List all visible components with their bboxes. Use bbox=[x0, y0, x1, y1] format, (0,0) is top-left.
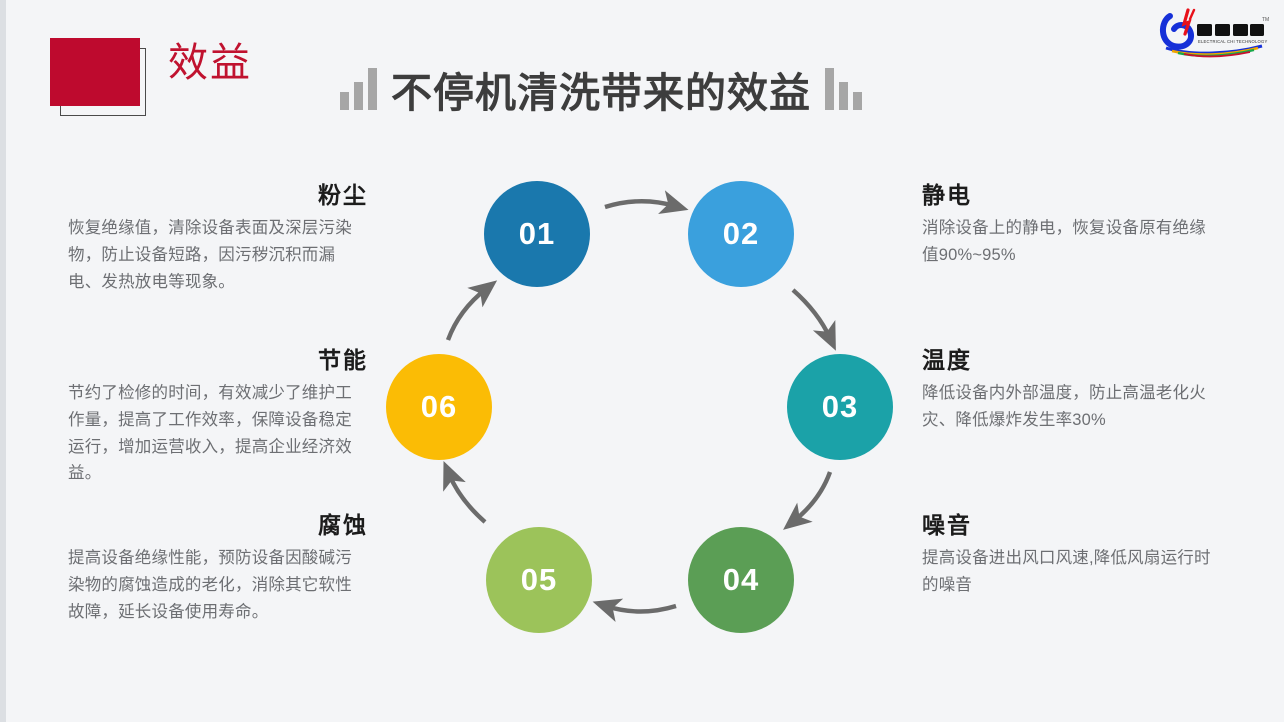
info-block-dust-title: 粉尘 bbox=[318, 182, 368, 208]
arrow-04-to-05 bbox=[592, 598, 677, 623]
info-block-static-body: 消除设备上的静电，恢复设备原有绝缘值90%~95% bbox=[922, 219, 1206, 265]
section-badge bbox=[50, 38, 160, 128]
cycle-node-02-number: 02 bbox=[722, 216, 760, 251]
cycle-node-02[interactable]: 02 bbox=[688, 181, 794, 287]
info-block-energy-title: 节能 bbox=[318, 347, 368, 373]
cycle-node-04-number: 04 bbox=[722, 562, 760, 597]
info-block-corrosion-title: 腐蚀 bbox=[318, 512, 368, 538]
section-badge-label: 效益 bbox=[168, 41, 252, 85]
bar-chart-descending-icon bbox=[825, 66, 862, 114]
info-block-noise-body: 提高设备进出风口风速,降低风扇运行时的噪音 bbox=[922, 549, 1211, 595]
info-block-temperature-body: 降低设备内外部温度，防止高温老化火灾、降低爆炸发生率30% bbox=[922, 384, 1206, 430]
logo-trademark: TM bbox=[1262, 17, 1269, 23]
info-block-noise: 噪音 提高设备进出风口风速,降低风扇运行时的噪音 bbox=[922, 512, 1222, 599]
cycle-node-01-number: 01 bbox=[518, 216, 556, 251]
left-edge-strip bbox=[0, 0, 6, 722]
arrow-05-to-06 bbox=[443, 461, 487, 524]
cycle-node-06-number: 06 bbox=[420, 389, 458, 424]
bar-chart-ascending-icon bbox=[340, 66, 377, 114]
info-block-noise-title: 噪音 bbox=[922, 512, 972, 538]
cycle-node-05-number: 05 bbox=[520, 562, 558, 597]
logo-artwork: ELECTRICAL CHI TECHNOLOGY TM bbox=[1160, 8, 1269, 58]
logo-english-text: ELECTRICAL CHI TECHNOLOGY bbox=[1198, 39, 1267, 44]
info-block-dust-body: 恢复绝缘值，清除设备表面及深层污染物，防止设备短路，因污秽沉积而漏电、发热放电等… bbox=[68, 219, 352, 291]
arrow-02-to-03 bbox=[791, 288, 836, 351]
page-title: 不停机清洗带来的效益 bbox=[391, 70, 811, 116]
cycle-node-03[interactable]: 03 bbox=[787, 354, 893, 460]
arrow-06-to-01 bbox=[445, 280, 498, 341]
info-block-dust: 粉尘 恢复绝缘值，清除设备表面及深层污染物，防止设备短路，因污秽沉积而漏电、发热… bbox=[68, 182, 368, 295]
company-logo: ELECTRICAL CHI TECHNOLOGY TM bbox=[1158, 4, 1274, 58]
cycle-node-04[interactable]: 04 bbox=[688, 527, 794, 633]
cycle-node-01[interactable]: 01 bbox=[484, 181, 590, 287]
arrow-01-to-02 bbox=[604, 190, 689, 214]
info-block-static: 静电 消除设备上的静电，恢复设备原有绝缘值90%~95% bbox=[922, 182, 1222, 269]
cycle-node-05[interactable]: 05 bbox=[486, 527, 592, 633]
cycle-node-03-number: 03 bbox=[821, 389, 859, 424]
cycle-node-06[interactable]: 06 bbox=[386, 354, 492, 460]
badge-filled-square bbox=[50, 38, 140, 106]
title-row: 不停机清洗带来的效益 bbox=[340, 66, 862, 114]
info-block-energy: 节能 节约了检修的时间，有效减少了维护工作量，提高了工作效率，保障设备稳定运行，… bbox=[68, 347, 368, 487]
info-block-corrosion-body: 提高设备绝缘性能，预防设备因酸碱污染物的腐蚀造成的老化，消除其它软性故障，延长设… bbox=[68, 549, 352, 621]
info-block-corrosion: 腐蚀 提高设备绝缘性能，预防设备因酸碱污染物的腐蚀造成的老化，消除其它软性故障，… bbox=[68, 512, 368, 625]
info-block-temperature-title: 温度 bbox=[922, 347, 972, 373]
info-block-temperature: 温度 降低设备内外部温度，防止高温老化火灾、降低爆炸发生率30% bbox=[922, 347, 1222, 434]
arrow-03-to-04 bbox=[783, 471, 833, 530]
info-block-energy-body: 节约了检修的时间，有效减少了维护工作量，提高了工作效率，保障设备稳定运行，增加运… bbox=[68, 384, 352, 483]
info-block-static-title: 静电 bbox=[922, 182, 972, 208]
